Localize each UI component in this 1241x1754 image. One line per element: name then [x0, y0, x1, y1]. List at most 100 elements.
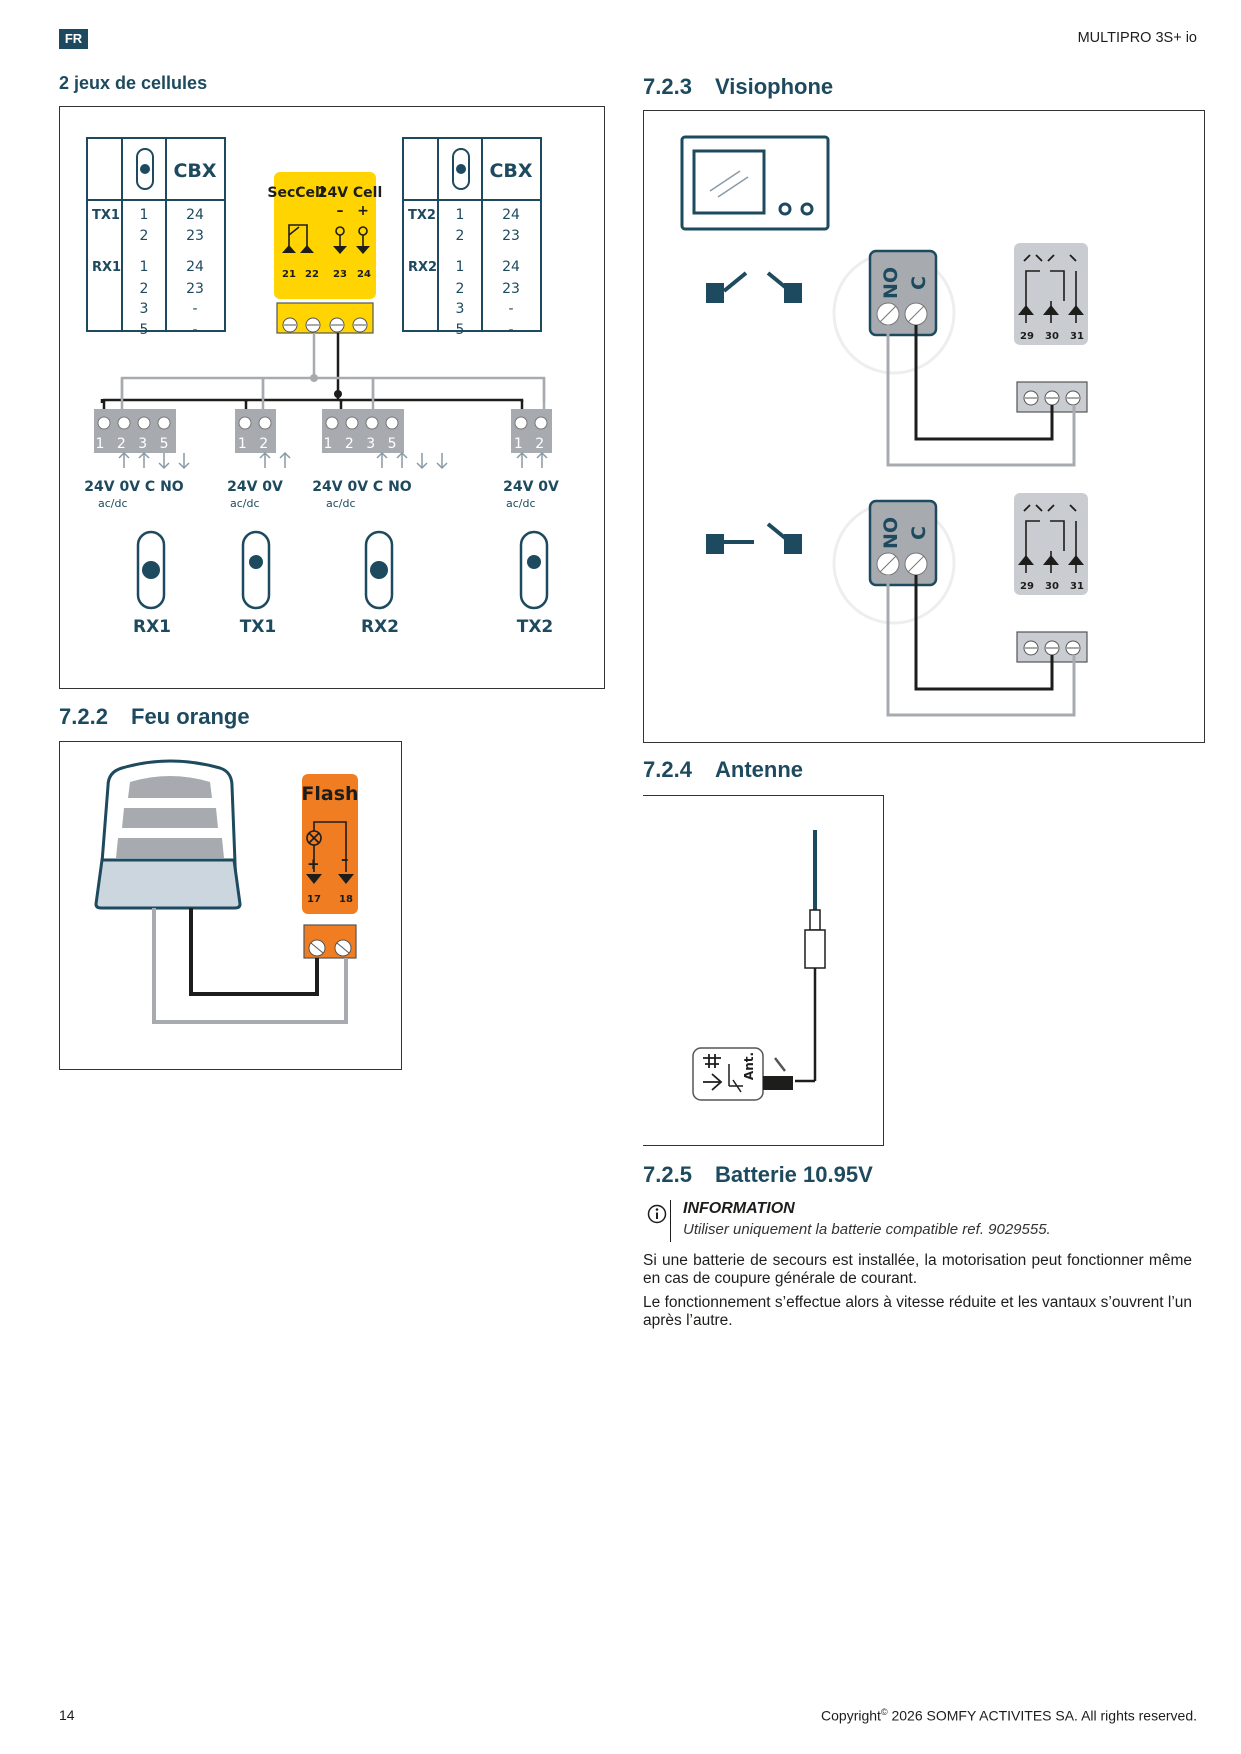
svg-text:ac/dc: ac/dc: [230, 497, 260, 510]
info-text: Utiliser uniquement la batterie compatib…: [683, 1221, 1051, 1238]
svg-text:-: -: [508, 301, 513, 317]
svg-text:2: 2: [140, 281, 149, 297]
svg-text:ac/dc: ac/dc: [506, 497, 536, 510]
batterie-paragraph-1: Si une batterie de secours est installée…: [643, 1252, 1192, 1287]
intercom-icon: [680, 135, 830, 231]
table2-header-cbx: CBX: [489, 160, 532, 182]
device-rx2: 1 2 3 5 24V 0V C NO ac/dc RX2: [312, 436, 412, 637]
info-icon: [647, 1204, 667, 1224]
switch-open-icon: [706, 271, 802, 303]
svg-text:23: 23: [502, 228, 520, 244]
cells-table-2: CBX TX2 1 2 24 23 RX2 1 2 3 5 24 23 - -: [402, 137, 542, 338]
svg-text:21: 21: [282, 269, 296, 280]
svg-text:+: +: [307, 855, 320, 873]
signal-arrows: [118, 451, 548, 470]
table1-row-rx1: RX1: [92, 260, 121, 275]
svg-text:24V Cell: 24V Cell: [318, 185, 383, 201]
svg-text:1: 1: [140, 259, 149, 275]
svg-text:24: 24: [502, 259, 520, 275]
svg-text:3: 3: [456, 301, 465, 317]
cells-wiring-svg: CBX TX1 1 2 24 23 RX1 1 2 3 5 24 23 - - …: [84, 137, 559, 637]
svg-text:TX1: TX1: [240, 617, 277, 637]
svg-text:23: 23: [186, 281, 204, 297]
svg-text:-: -: [192, 301, 197, 317]
svg-text:ac/dc: ac/dc: [98, 497, 128, 510]
svg-text:TX2: TX2: [517, 617, 554, 637]
svg-text:22: 22: [305, 269, 319, 280]
svg-text:SecCell: SecCell: [267, 185, 324, 201]
device-tx1: 1 2 24V 0V ac/dc TX1: [227, 436, 283, 637]
svg-text:ac/dc: ac/dc: [326, 497, 356, 510]
svg-text:24: 24: [186, 207, 204, 223]
feu-wire-black: [189, 908, 319, 996]
copyright: Copyright© 2026 SOMFY ACTIVITES SA. All …: [821, 1707, 1197, 1724]
svg-text:2: 2: [140, 228, 149, 244]
contact-block-top: NO C: [868, 249, 938, 337]
svg-text:29: 29: [1020, 581, 1034, 592]
batterie-paragraph-2: Le fonctionnement s’effectue alors à vit…: [643, 1294, 1192, 1329]
svg-text:24V 0V: 24V 0V: [503, 479, 559, 495]
svg-text:23: 23: [186, 228, 204, 244]
svg-text:2: 2: [456, 281, 465, 297]
svg-text:24: 24: [186, 259, 204, 275]
svg-text:29: 29: [1020, 331, 1034, 342]
relay-module-top: 29 30 31: [1014, 243, 1088, 413]
svg-text:23: 23: [333, 269, 347, 280]
svg-text:RX1: RX1: [133, 617, 171, 637]
cells-table-1: CBX TX1 1 2 24 23 RX1 1 2 3 5 24 23 - -: [86, 137, 226, 338]
table1-header-cbx: CBX: [173, 160, 216, 182]
antenne-wiring-diagram: Ant.: [643, 795, 884, 1146]
svg-text:NO: NO: [880, 267, 902, 299]
product-name: MULTIPRO 3S+ io: [1077, 30, 1197, 46]
device-tx2: 1 2 24V 0V ac/dc TX2: [503, 436, 559, 637]
svg-text:31: 31: [1070, 331, 1084, 342]
svg-text:24V 0V: 24V 0V: [227, 479, 283, 495]
svg-text:31: 31: [1070, 581, 1084, 592]
cells-wiring-diagram: CBX TX1 1 2 24 23 RX1 1 2 3 5 24 23 - - …: [59, 106, 605, 689]
cells-heading: 2 jeux de cellules: [59, 73, 208, 93]
table2-row-tx2: TX2: [408, 208, 436, 223]
feu-wiring-diagram: Flash + – 17 18: [59, 741, 402, 1070]
svg-text:3: 3: [140, 301, 149, 317]
cells-wires: [100, 333, 546, 409]
svg-text:23: 23: [502, 281, 520, 297]
antenna-connector: Ant.: [692, 1047, 793, 1101]
svg-text:Ant.: Ant.: [742, 1052, 756, 1080]
switch-closed-icon: [706, 522, 802, 554]
info-title: INFORMATION: [683, 1200, 795, 1217]
svg-text:17: 17: [307, 894, 321, 905]
svg-text:1: 1: [140, 207, 149, 223]
svg-text:Flash: Flash: [301, 783, 358, 805]
svg-text:5: 5: [456, 322, 465, 338]
device-terminals: [94, 409, 552, 453]
table1-row-tx1: TX1: [92, 208, 120, 223]
svg-text:1 2 3 5: 1 2 3 5: [324, 436, 401, 452]
svg-text:5: 5: [140, 322, 149, 338]
language-badge: FR: [59, 29, 88, 49]
relay-module-bottom: 29 30 31: [1014, 493, 1088, 663]
svg-text:30: 30: [1045, 331, 1059, 342]
svg-text:-: -: [508, 322, 513, 338]
svg-text:1: 1: [456, 259, 465, 275]
svg-text:NO: NO: [880, 517, 902, 549]
seccell-module: SecCell 24V Cell – + 21 22 23 24: [267, 172, 383, 334]
tx2-cell-icon: [519, 530, 549, 610]
svg-text:24: 24: [357, 269, 371, 280]
svg-text:1: 1: [456, 207, 465, 223]
tx1-cell-icon: [241, 530, 271, 610]
svg-text:30: 30: [1045, 581, 1059, 592]
svg-text:1 2: 1 2: [238, 436, 272, 452]
table2-row-rx2: RX2: [408, 260, 437, 275]
svg-text:+: +: [357, 203, 369, 219]
information-note: INFORMATION Utiliser uniquement la batte…: [643, 1200, 1203, 1242]
svg-text:2: 2: [456, 228, 465, 244]
svg-text:–: –: [337, 203, 344, 219]
orange-light-icon: [94, 759, 242, 910]
svg-text:24: 24: [502, 207, 520, 223]
svg-text:1 2: 1 2: [514, 436, 548, 452]
visio-wiring-diagram: NO C 29 30 31: [643, 110, 1205, 743]
